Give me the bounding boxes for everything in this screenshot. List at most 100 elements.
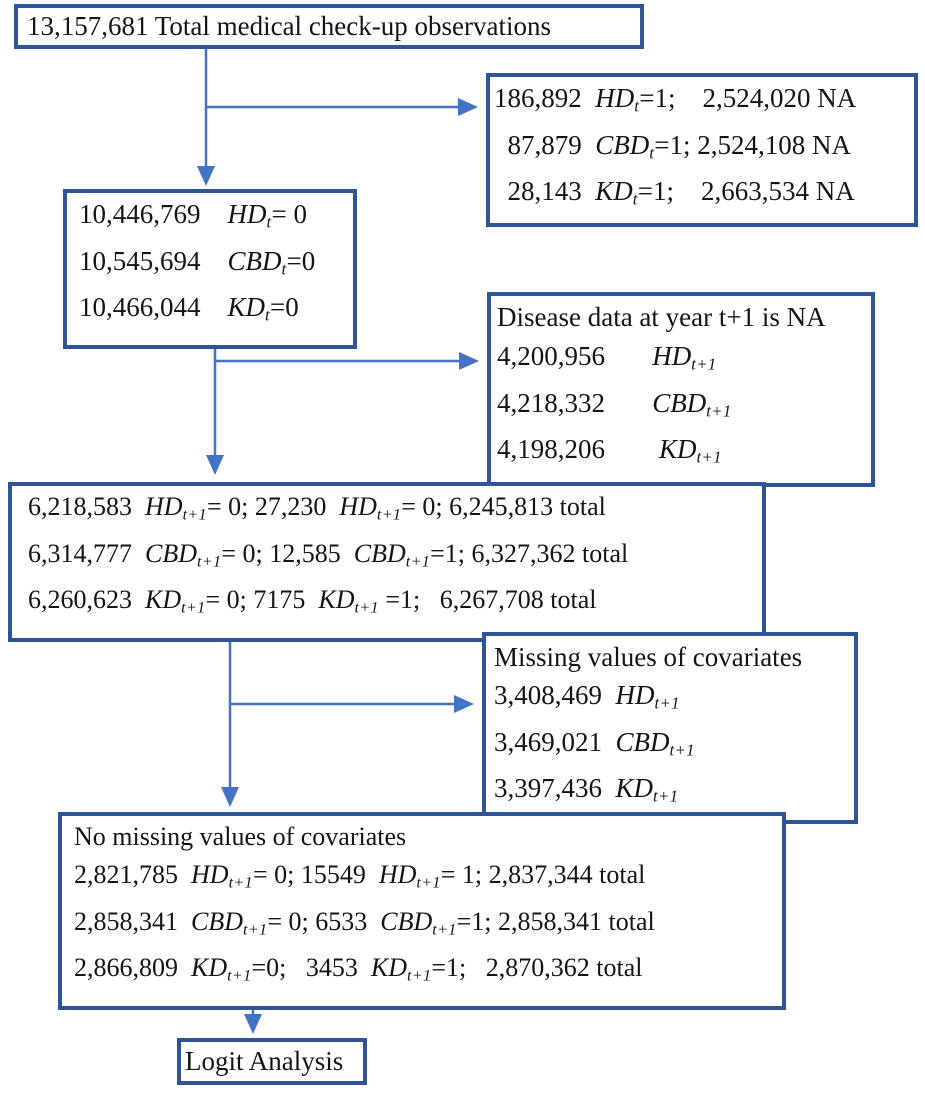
text-segment: HD <box>339 492 377 521</box>
subscript-segment: t+1 <box>432 921 457 938</box>
text-segment: 6,314,777 <box>28 538 145 568</box>
text-segment: 186,892 <box>494 83 596 113</box>
text-segment: 3,469,021 <box>494 726 616 757</box>
subscript-segment: t+1 <box>706 401 732 421</box>
subscript-segment: t+1 <box>228 874 253 892</box>
subscript-segment: t+1 <box>354 599 379 617</box>
text-line: 10,545,694 CBDt=0 <box>79 242 351 289</box>
text-segment: =1; 6,267,708 total <box>378 585 597 614</box>
text-line: 6,218,583 HDt+1= 0; 27,230 HDt+1= 0; 6,2… <box>28 488 760 535</box>
text-segment: Missing values of covariates <box>494 642 803 672</box>
text-line: Disease data at year t+1 is NA <box>497 298 869 337</box>
text-line: 87,879 CBDt=1; 2,524,108 NA <box>494 126 912 173</box>
text-segment: =1; 2,858,341 total <box>456 906 655 936</box>
text-segment: =0 <box>286 245 316 276</box>
text-segment: HD <box>378 860 417 889</box>
text-segment: KD <box>615 773 654 804</box>
text-line: 6,314,777 CBDt+1= 0; 12,585 CBDt+1=1; 6,… <box>28 535 760 582</box>
text-segment: CBD <box>227 245 282 276</box>
text-segment: =1; 2,524,020 NA <box>639 83 857 113</box>
text-segment: 10,466,044 <box>79 292 228 323</box>
text-segment: 6,260,623 <box>28 585 145 614</box>
text-segment: =0 <box>270 292 299 323</box>
text-segment: HD <box>652 341 692 371</box>
text-segment: 10,545,694 <box>79 245 228 276</box>
text-segment: Disease data at year t+1 is NA <box>497 302 826 332</box>
box-sample-t1: 6,218,583 HDt+1= 0; 27,230 HDt+1= 0; 6,2… <box>8 482 766 642</box>
box-na-disease-t1: Disease data at year t+1 is NA 4,200,956 … <box>487 292 875 488</box>
text-segment: 13,157,681 Total medical check-up observ… <box>27 11 551 41</box>
text-segment: HD <box>145 492 183 521</box>
text-line: Logit Analysis <box>185 1042 359 1080</box>
text-segment: = 0 <box>271 199 307 229</box>
text-segment: =1; 2,663,534 NA <box>637 176 855 207</box>
subscript-segment: t+1 <box>416 874 441 892</box>
text-segment: Logit Analysis <box>185 1046 344 1076</box>
text-line: 2,866,809 KDt+1=0; 3453 KDt+1=1; 2,870,3… <box>74 949 780 996</box>
text-segment: KD <box>370 953 408 982</box>
text-segment: = 0; 15549 <box>252 860 379 889</box>
text-segment: CBD <box>353 538 406 568</box>
subscript-segment: t+1 <box>696 448 722 468</box>
box-missing-covariates: Missing values of covariates 3,408,469 HD… <box>482 632 858 825</box>
text-line: 2,821,785 HDt+1= 0; 15549 HDt+1= 1; 2,83… <box>74 856 780 903</box>
text-segment: = 0; 6533 <box>267 906 381 936</box>
text-segment: =1; 2,870,362 total <box>431 953 643 982</box>
text-segment: HD <box>615 680 655 710</box>
text-segment: CBD <box>615 726 670 757</box>
text-line: 3,408,469 HDt+1 <box>494 676 852 723</box>
text-line: 3,469,021 CBDt+1 <box>494 723 852 770</box>
subscript-segment: t+1 <box>669 740 695 760</box>
subscript-segment: t+1 <box>197 553 222 570</box>
text-segment: HD <box>191 860 229 889</box>
subscript-segment: t <box>634 96 640 116</box>
text-segment: 6,218,583 <box>28 492 145 521</box>
text-segment: = 0; 12,585 <box>221 538 354 568</box>
subscript-segment: t+1 <box>653 787 679 807</box>
text-segment: KD <box>227 292 266 323</box>
text-segment: CBD <box>191 906 243 936</box>
subscript-segment: t <box>649 143 655 163</box>
text-segment: 87,879 <box>494 129 596 160</box>
text-line: 4,200,956 HDt+1 <box>497 337 869 384</box>
text-segment: 4,198,206 <box>497 434 659 465</box>
text-line: 4,198,206 KDt+1 <box>497 430 869 477</box>
text-segment: = 1; 2,837,344 total <box>440 860 646 889</box>
text-segment: 3,397,436 <box>494 773 616 804</box>
subscript-segment: t+1 <box>182 506 207 524</box>
text-line: 3,397,436 KDt+1 <box>494 769 852 816</box>
text-segment: 2,821,785 <box>74 860 191 889</box>
text-segment: KD <box>659 434 697 465</box>
text-segment: 28,143 <box>494 176 596 207</box>
text-segment: KD <box>318 585 355 614</box>
text-line: 4,218,332 CBDt+1 <box>497 384 869 431</box>
text-segment: 3,408,469 <box>494 680 616 710</box>
text-segment: 4,218,332 <box>497 387 653 418</box>
text-segment: HD <box>595 83 635 113</box>
box-total-observations: 13,157,681 Total medical check-up observ… <box>14 4 644 49</box>
text-segment: KD <box>145 585 182 614</box>
box-logit-analysis: Logit Analysis <box>177 1038 367 1085</box>
text-line: 10,446,769 HDt= 0 <box>79 195 351 242</box>
subscript-segment: t <box>265 306 270 326</box>
subscript-segment: t+1 <box>243 921 268 938</box>
subscript-segment: t+1 <box>407 967 432 985</box>
text-line: No missing values of covariates <box>74 818 780 856</box>
text-segment: KD <box>191 953 228 982</box>
text-segment: CBD <box>145 538 197 568</box>
text-segment: No missing values of covariates <box>74 822 407 851</box>
text-segment: =0; 3453 <box>251 953 371 982</box>
box-excluded-disease-t: 186,892 HDt=1; 2,524,020 NA 87,879 CBDt=… <box>486 73 918 228</box>
text-line: 6,260,623 KDt+1= 0; 7175 KDt+1 =1; 6,267… <box>28 581 760 628</box>
text-line: 13,157,681 Total medical check-up observ… <box>27 9 636 44</box>
text-segment: = 0; 27,230 <box>206 492 340 521</box>
text-segment: = 0; 7175 <box>205 585 319 614</box>
text-line: 186,892 HDt=1; 2,524,020 NA <box>494 79 912 126</box>
text-segment: =1; 2,524,108 NA <box>654 129 851 160</box>
box-no-missing-covariates: No missing values of covariates 2,821,785… <box>58 812 786 1010</box>
text-segment: = 0; 6,245,813 total <box>401 492 606 521</box>
subscript-segment: t <box>281 259 287 279</box>
subscript-segment: t+1 <box>227 967 252 985</box>
